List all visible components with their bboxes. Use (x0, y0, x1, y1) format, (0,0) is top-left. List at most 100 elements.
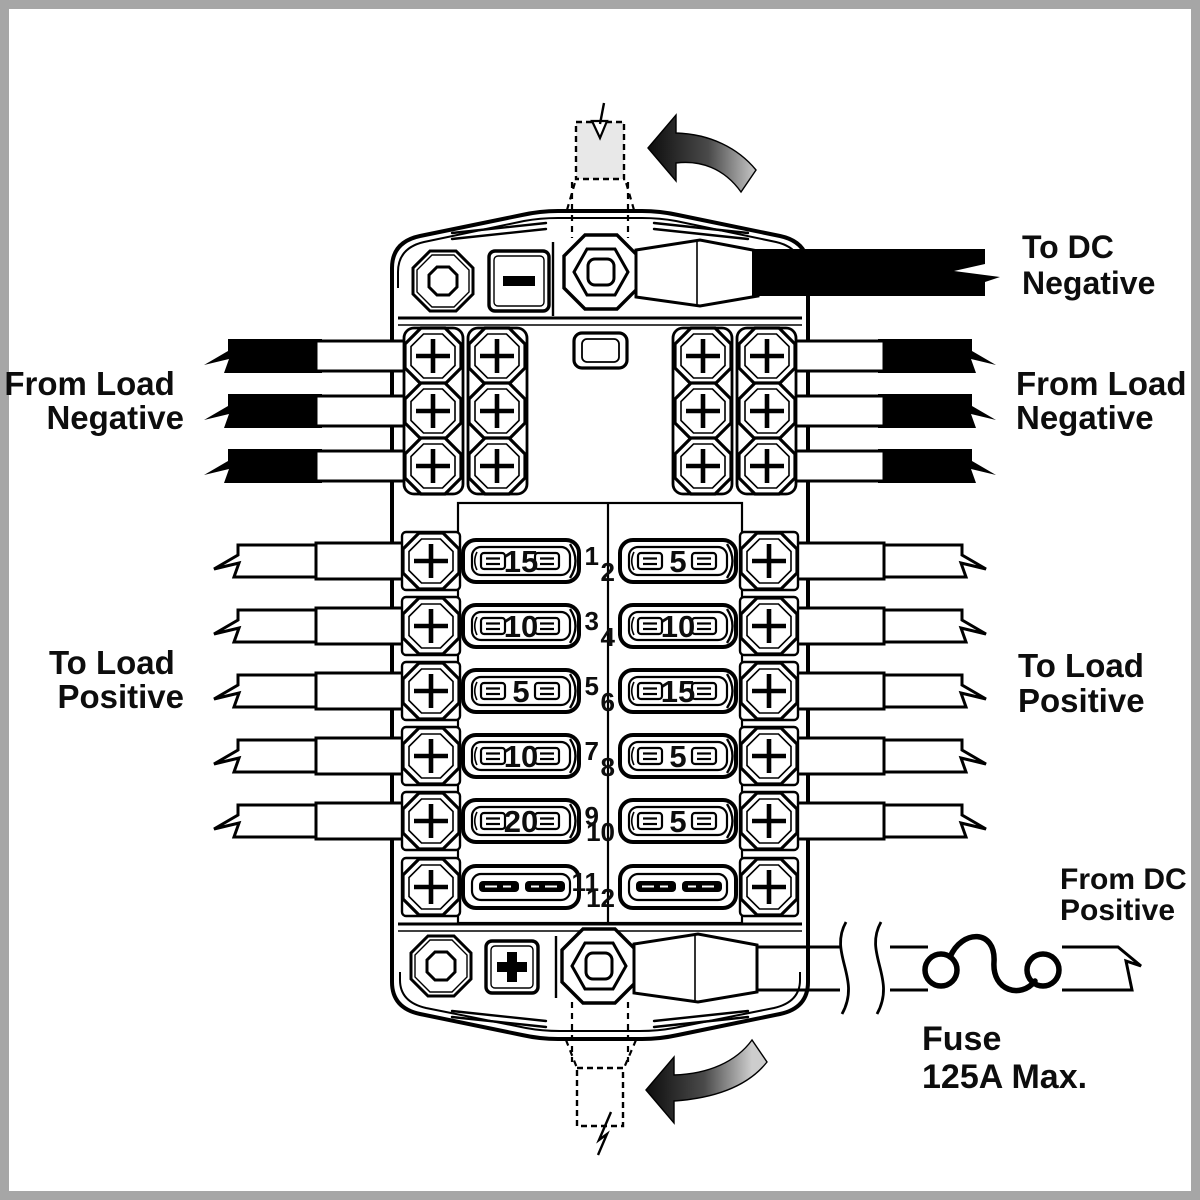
bus-screw (469, 438, 525, 494)
mounting-hole-icon (411, 249, 475, 313)
bus-screw (405, 328, 461, 384)
cable-segment-break-end (1062, 945, 1142, 992)
negative-bus-header (411, 233, 760, 316)
fuse-amp-rating: 5 (512, 674, 529, 709)
fuse-amp-rating: 10 (504, 739, 538, 774)
fuse-amp-rating: 20 (504, 804, 538, 839)
fuse-amp-rating: 15 (504, 544, 538, 579)
fuse-amp-rating: 5 (669, 739, 686, 774)
cover-clip (572, 331, 629, 370)
circuit-screw (403, 728, 459, 784)
positive-feed-footer (409, 927, 759, 1005)
bus-screw (675, 328, 731, 384)
circuit-number: 8 (601, 752, 615, 782)
label-from-dc-positive: From DC Positive (1060, 863, 1195, 927)
positive-wire (212, 801, 410, 841)
positive-wire (790, 736, 988, 776)
negative-wire (202, 392, 410, 430)
bus-screw (469, 328, 525, 384)
label-to-load-positive-right: To Load Positive (1018, 647, 1153, 719)
circuit-number: 6 (601, 687, 615, 717)
positive-wire (212, 736, 410, 776)
fuse-well: 15 5 10 10 5 15 10 5 20 5 1 2 3 4 5 6 7 … (402, 501, 798, 925)
fuse-amp-rating: 10 (504, 609, 538, 644)
cover-tab-top (565, 102, 636, 238)
bus-screw (675, 438, 731, 494)
minus-icon (503, 276, 535, 286)
circuit-screw (403, 533, 459, 589)
empty-socket-11 (461, 864, 581, 910)
cable-segment (890, 945, 928, 992)
circuit-screw (741, 663, 797, 719)
cable-segment (757, 945, 840, 992)
fuses: 15 5 10 10 5 15 10 5 20 5 1 2 3 4 5 6 7 … (461, 540, 738, 913)
empty-socket-12 (618, 864, 738, 910)
circuit-screw (403, 663, 459, 719)
cover-latch-bottom (450, 1009, 750, 1029)
cover-release-arrow-top (647, 113, 757, 194)
break-mark (596, 1111, 613, 1156)
label-to-dc-negative: To DC Negative (1022, 229, 1155, 301)
break-mark (598, 102, 606, 125)
dc-positive-cable (757, 921, 1142, 1015)
circuit-screw (403, 598, 459, 654)
circuit-screw (741, 793, 797, 849)
circuit-screw (403, 859, 459, 915)
positive-stud-terminal (560, 927, 638, 1005)
negative-stud-terminal (562, 233, 640, 311)
fuse-amp-rating: 5 (669, 544, 686, 579)
cable-break-marks (839, 921, 885, 1015)
circuit-screw (741, 728, 797, 784)
fuse-amp-rating: 5 (669, 804, 686, 839)
inline-fuse-symbol (922, 933, 1062, 994)
circuit-number: 10 (586, 817, 615, 847)
circuit-screw (741, 533, 797, 589)
cover-release-arrow-bottom (645, 1038, 768, 1125)
circuit-number: 12 (586, 883, 615, 913)
positive-wire (212, 541, 410, 581)
label-from-load-negative-right: From Load Negative (1016, 365, 1196, 436)
positive-wire (790, 541, 988, 581)
negative-bus-banks (402, 328, 798, 494)
label-from-load-negative-left: From Load Negative (4, 365, 184, 436)
circuit-screws-left (402, 532, 460, 916)
bus-screw (739, 438, 795, 494)
circuit-number: 3 (585, 606, 599, 636)
circuit-number: 9 (585, 801, 599, 831)
fuse-amp-rating: 15 (661, 674, 695, 709)
fuse-amp-rating: 10 (661, 609, 695, 644)
circuit-number: 5 (585, 671, 599, 701)
bus-screw (739, 383, 795, 439)
cover-seam-bottom (399, 972, 801, 1032)
circuit-number: 2 (601, 557, 615, 587)
label-inline-fuse-note: Fuse 125A Max. (922, 1020, 1087, 1096)
cover-clip-inner (581, 338, 620, 363)
circuit-screw (741, 598, 797, 654)
bus-screw (675, 383, 731, 439)
positive-wire (212, 606, 410, 646)
load-negative-wires-right (790, 337, 998, 485)
negative-wire (790, 392, 998, 430)
circuit-screw (403, 793, 459, 849)
cover-latch-top (450, 221, 750, 241)
negative-terminal-marker (487, 249, 551, 313)
positive-wire (790, 606, 988, 646)
negative-wire (202, 447, 410, 485)
positive-terminal-marker (484, 939, 540, 995)
label-to-load-positive-left: To Load Positive (49, 644, 184, 715)
circuit-number: 7 (585, 736, 599, 766)
circuit-number: 1 (585, 541, 599, 571)
bus-screw (739, 328, 795, 384)
bus-screw (469, 383, 525, 439)
plus-icon (497, 952, 527, 982)
cover-seam-top (397, 217, 803, 288)
negative-wire (790, 337, 998, 375)
cover-tab-bottom (564, 1002, 638, 1156)
circuit-number: 4 (601, 622, 616, 652)
dc-negative-cable (752, 249, 1000, 296)
positive-wire (790, 801, 988, 841)
bus-screw (405, 438, 461, 494)
